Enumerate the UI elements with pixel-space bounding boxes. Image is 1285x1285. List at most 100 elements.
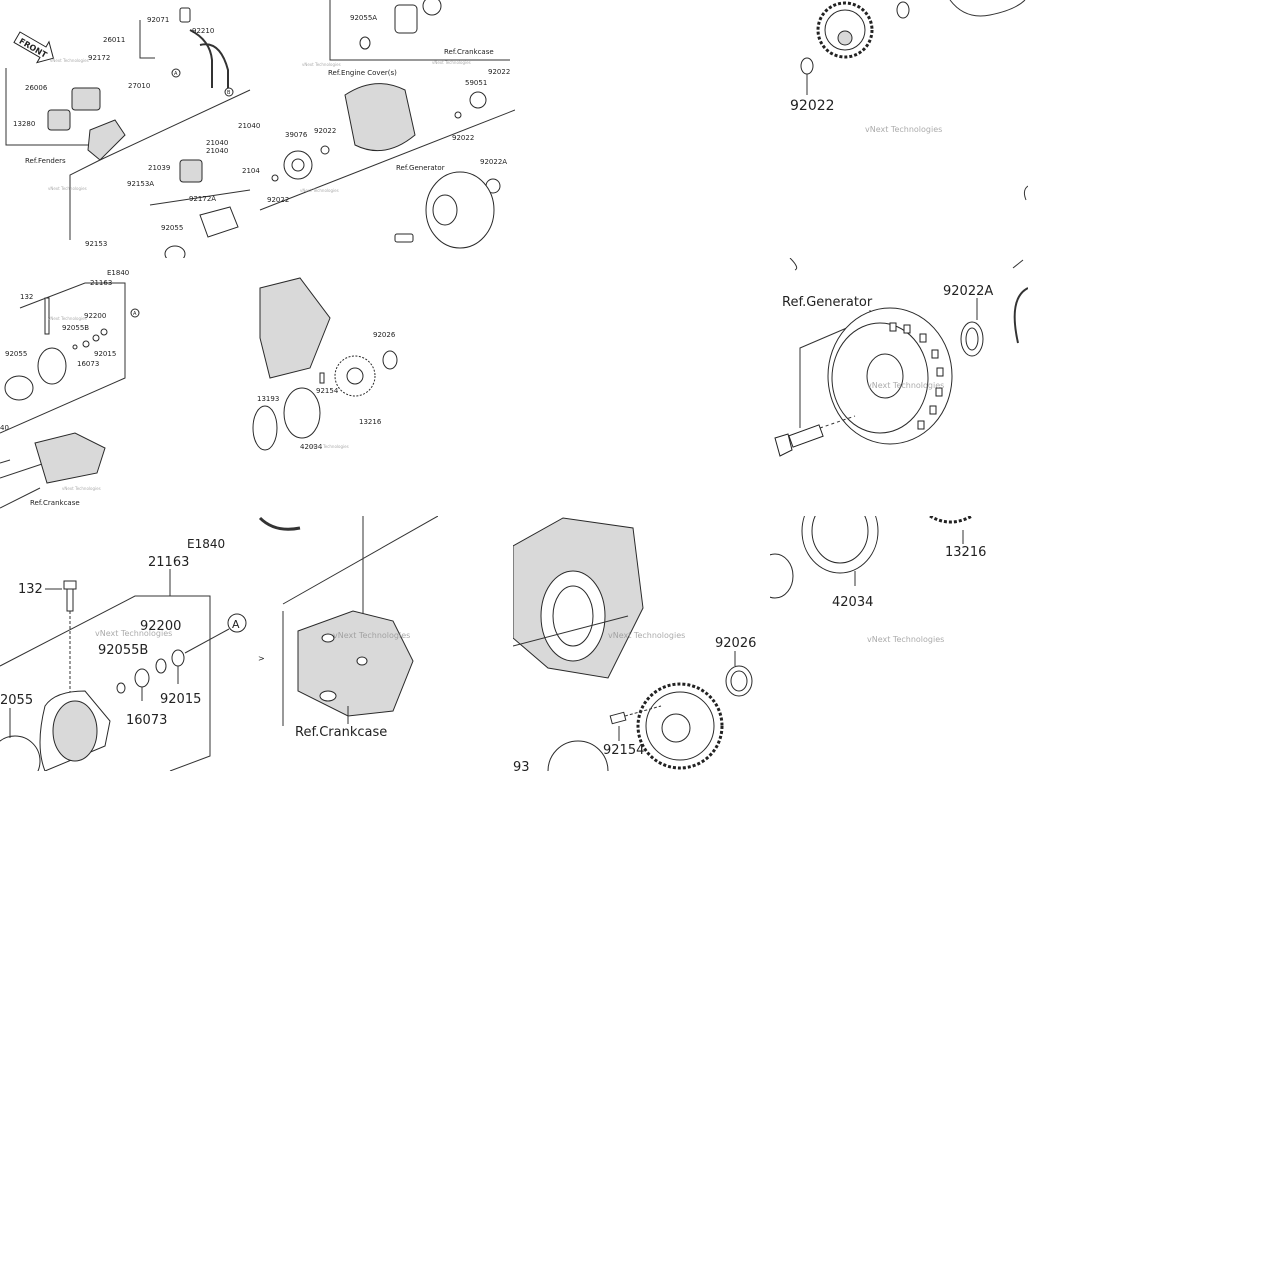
label-13216-zoom: 13216 xyxy=(945,545,986,560)
watermark: vNext Technologies xyxy=(48,316,87,321)
zoom-crankcase-drawing: > Ref.Crankcase vNext Technologies xyxy=(258,516,438,740)
label-92022a-zoom: 92022A xyxy=(943,284,993,299)
watermark: vNext Technologies xyxy=(432,60,471,65)
zoom-ring-drawing: 42034 13216 vNext Technologies xyxy=(770,516,986,644)
generator-bolt-part xyxy=(774,415,856,457)
watermark: vNext Technologies xyxy=(50,58,89,63)
label-92153: 92153 xyxy=(85,240,107,248)
washer-part xyxy=(800,57,814,75)
label-26011: 26011 xyxy=(103,36,125,44)
zoom-gear-drawing: 92022 vNext Technologies xyxy=(790,0,1028,201)
gear-part xyxy=(816,1,874,59)
diagram-tile-overview-top: FRONT A B 92071 26011 92210 92172 26006 … xyxy=(0,0,515,258)
watermark: vNext Technologies xyxy=(867,381,944,390)
callout-b: B xyxy=(227,90,231,96)
label-2055-zoom: 2055 xyxy=(0,693,33,708)
label-13193: 13193 xyxy=(257,395,279,403)
label-92015: 92015 xyxy=(94,350,116,358)
label-92154-zoom: 92154 xyxy=(603,743,644,758)
label-21163: 21163 xyxy=(90,279,112,287)
label-92172a: 92172A xyxy=(189,195,216,203)
crankcase-part xyxy=(34,432,106,484)
watermark: vNext Technologies xyxy=(865,125,942,134)
label-92022-d: 92022 xyxy=(267,196,289,204)
crankcase-part xyxy=(297,610,414,717)
diagram-tile-zoom-crankcase: > Ref.Crankcase vNext Technologies xyxy=(258,516,438,771)
callout-a: A xyxy=(133,311,137,317)
label-13280: 13280 xyxy=(13,120,35,128)
label-92015-zoom: 92015 xyxy=(160,692,201,707)
label-2104: 2104 xyxy=(242,167,260,175)
svg-text:>: > xyxy=(258,654,265,663)
label-92026: 92026 xyxy=(373,331,396,339)
label-27010: 27010 xyxy=(128,82,150,90)
watermark: vNext Technologies xyxy=(310,444,349,449)
label-92055b: 92055B xyxy=(62,324,89,332)
label-93-zoom: 93 xyxy=(513,760,530,771)
watermark: vNext Technologies xyxy=(62,486,101,491)
zoom-starter-drawing: E1840 21163 132 92200 92055B A 92015 160… xyxy=(0,537,247,771)
watermark: vNext Technologies xyxy=(95,629,172,638)
crankcase-half-part xyxy=(513,517,644,679)
generator-rotor-part xyxy=(425,171,495,249)
label-26006: 26006 xyxy=(25,84,48,92)
diagram-tile-overview-bottom: A E1840 21163 132 92200 92055B 92015 160… xyxy=(0,258,515,516)
zoom-generator-drawing: Ref.Generator 92022A vNext Technologies xyxy=(774,258,1028,457)
label-92071: 92071 xyxy=(147,16,169,24)
label-21040-b: 21040 xyxy=(206,139,228,147)
diagram-tile-zoom-starter: E1840 21163 132 92200 92055B A 92015 160… xyxy=(0,516,258,771)
label-ref-engine-cover: Ref.Engine Cover(s) xyxy=(328,69,397,77)
label-92055a: 92055A xyxy=(350,14,377,22)
label-ref-fenders: Ref.Fenders xyxy=(25,157,66,165)
crankcase-half-part xyxy=(259,277,331,379)
label-92022-b: 92022 xyxy=(314,127,336,135)
label-92026-zoom: 92026 xyxy=(715,636,756,651)
diagram-tile-zoom-ring: 42034 13216 vNext Technologies xyxy=(770,516,1028,771)
label-92200-zoom: 92200 xyxy=(140,619,181,634)
diagram-tile-zoom-sprocket: 92026 92154 93 vNext Technologies xyxy=(513,516,771,771)
watermark: vNext Technologies xyxy=(302,62,341,67)
diagram-tile-zoom-generator: Ref.Generator 92022A vNext Technologies xyxy=(770,258,1028,516)
label-92154: 92154 xyxy=(316,387,339,395)
label-40: 40 xyxy=(0,424,9,432)
label-92172: 92172 xyxy=(88,54,110,62)
label-16073: 16073 xyxy=(77,360,99,368)
label-92055-mid: 92055 xyxy=(5,350,27,358)
label-92055b-zoom: 92055B xyxy=(98,643,148,658)
label-92022-zoom: 92022 xyxy=(790,98,835,114)
label-59051: 59051 xyxy=(465,79,487,87)
label-92153a: 92153A xyxy=(127,180,154,188)
label-92055-top: 92055 xyxy=(161,224,183,232)
bolt-part xyxy=(63,580,77,701)
watermark: vNext Technologies xyxy=(867,635,944,644)
label-ref-crankcase-mid: Ref.Crankcase xyxy=(30,499,80,507)
label-92210: 92210 xyxy=(192,27,214,35)
watermark: vNext Technologies xyxy=(608,631,685,640)
callout-a: A xyxy=(174,71,178,77)
label-ref-generator-small: Ref.Generator xyxy=(396,164,445,172)
label-21039: 21039 xyxy=(148,164,170,172)
overview-bottom-drawing: A E1840 21163 132 92200 92055B 92015 160… xyxy=(0,269,398,509)
screw-part xyxy=(609,705,662,725)
label-ref-crankcase-zoom: Ref.Crankcase xyxy=(295,725,387,740)
label-92022-c: 92022 xyxy=(452,134,474,142)
callout-a-zoom: A xyxy=(232,618,240,631)
watermark: vNext Technologies xyxy=(333,631,410,640)
label-92022a-small: 92022A xyxy=(480,158,507,166)
label-ref-crankcase-top: Ref.Crankcase xyxy=(444,48,494,56)
generator-rotor-part xyxy=(827,307,953,445)
label-13216: 13216 xyxy=(359,418,382,426)
connector-part xyxy=(71,87,101,111)
label-16073-zoom: 16073 xyxy=(126,713,167,728)
diagram-tile-zoom-gear: 92022 vNext Technologies xyxy=(770,0,1028,258)
starter-gear-part xyxy=(636,682,724,770)
label-42034-zoom: 42034 xyxy=(832,595,873,610)
engine-cover-part xyxy=(344,83,416,152)
label-e1840-zoom: E1840 xyxy=(187,537,225,551)
label-42034: 42034 xyxy=(300,443,323,451)
label-39076: 39076 xyxy=(285,131,308,139)
overview-top-drawing: FRONT A B 92071 26011 92210 92172 26006 … xyxy=(5,0,515,258)
watermark: vNext Technologies xyxy=(48,186,87,191)
label-ref-generator: Ref.Generator xyxy=(782,295,873,310)
zoom-sprocket-drawing: 92026 92154 93 vNext Technologies xyxy=(513,517,756,771)
